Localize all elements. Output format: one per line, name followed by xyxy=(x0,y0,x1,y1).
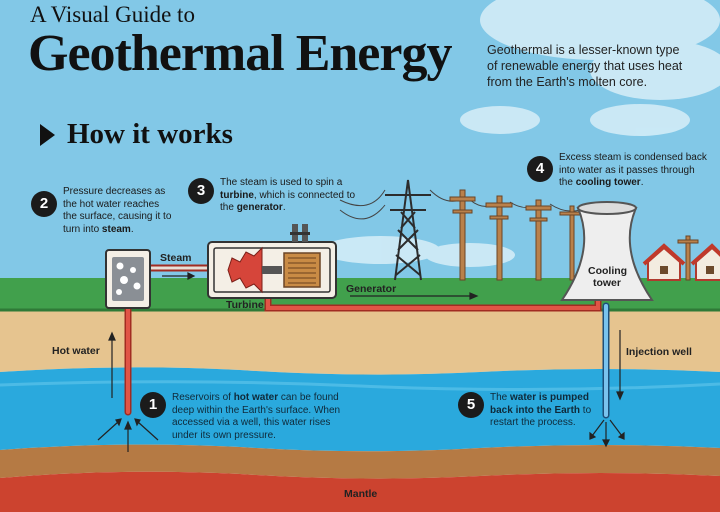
injection-well-label: Injection well xyxy=(626,346,692,358)
mantle-label: Mantle xyxy=(344,488,378,500)
section-heading: How it works xyxy=(40,118,233,151)
kicker: A Visual Guide to xyxy=(30,2,195,27)
step-5-badge: 5 xyxy=(458,392,484,418)
play-arrow-icon xyxy=(40,123,55,146)
soil-layer xyxy=(0,310,720,375)
section-title: How it works xyxy=(67,118,233,150)
pipes xyxy=(124,264,610,419)
intro-text: Geothermal is a lesser-known type of ren… xyxy=(487,43,683,89)
flow-arrows xyxy=(97,272,625,452)
utility-poles xyxy=(449,189,699,281)
step-2-badge: 2 xyxy=(31,191,57,217)
page-title: Geothermal Energy xyxy=(28,25,452,82)
step-3-badge: 3 xyxy=(188,178,214,204)
step-5-note: The water is pumped back into the Earth … xyxy=(490,392,592,428)
rock-layer xyxy=(0,444,720,479)
turbine-generator-unit xyxy=(207,224,337,299)
hot-water-label: Hot water xyxy=(52,345,100,357)
steam-label: Steam xyxy=(160,252,192,264)
steam-separator xyxy=(105,249,151,309)
step-3-note: The steam is used to spin a turbine, whi… xyxy=(220,177,356,213)
clouds xyxy=(320,0,720,267)
water-reservoir xyxy=(0,367,720,452)
mantle-layer xyxy=(0,471,720,512)
step-1-badge: 1 xyxy=(140,392,166,418)
generator-label: Generator xyxy=(346,283,397,295)
step-4-badge: 4 xyxy=(527,156,553,182)
step-1-note: Reservoirs of hot water can be found dee… xyxy=(172,392,341,441)
houses xyxy=(642,243,720,281)
step-4-note: Excess steam is condensed back into wate… xyxy=(559,152,707,188)
step-2-note: Pressure decreases as the hot water reac… xyxy=(63,186,172,235)
transmission-tower xyxy=(385,179,431,281)
cooling-tower xyxy=(560,201,654,301)
turbine-label: Turbine xyxy=(226,299,264,311)
